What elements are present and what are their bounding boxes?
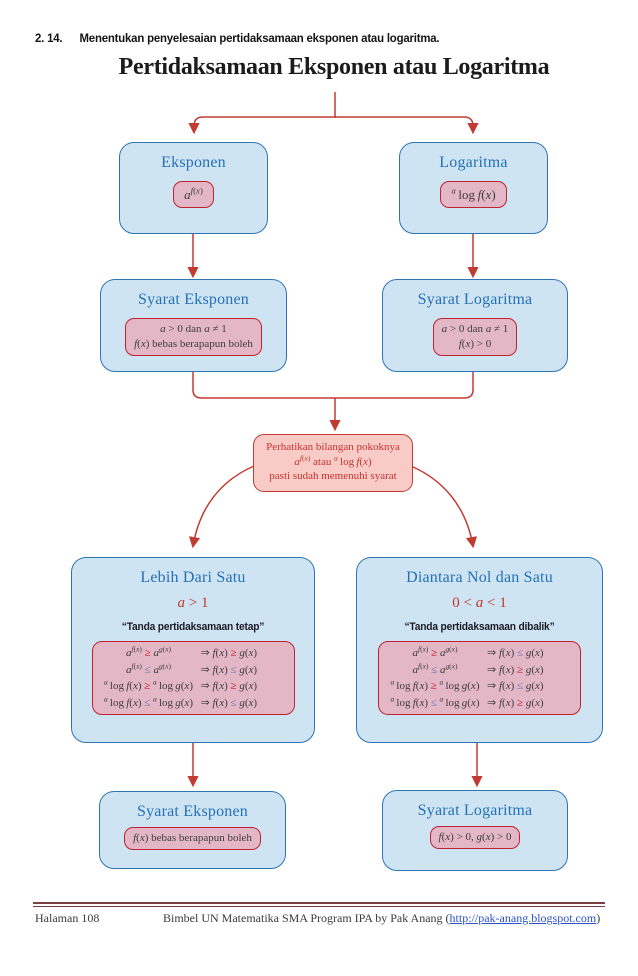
rule-row: af(x) ≥ ag(x)⇒ f(x) ≥ g(x) bbox=[125, 644, 258, 659]
node-lebih-quote: “Tanda pertidaksamaan tetap” bbox=[121, 621, 265, 633]
node-eksponen-title: Eksponen bbox=[161, 154, 226, 171]
connector-branch-left bbox=[188, 116, 335, 135]
node-syarat-logaritma-top: Syarat Logaritma a > 0 dan a ≠ 1 f(x) > 0 bbox=[382, 279, 568, 372]
node-diantara-quote: “Tanda pertidaksamaan dibalik” bbox=[404, 621, 555, 633]
rule-row: af(x) ≤ ag(x)⇒ f(x) ≥ g(x) bbox=[412, 660, 544, 676]
node-syarat-eksponen-top: Syarat Eksponen a > 0 dan a ≠ 1 f(x) beba… bbox=[100, 279, 287, 372]
node-syarat-eksponen-bottom-title: Syarat Eksponen bbox=[137, 803, 248, 820]
section-number: 2. 14. bbox=[35, 31, 63, 45]
footer-page-number: Halaman 108 bbox=[35, 911, 100, 925]
node-syarat-eksponen-bottom-body: f(x) bebas berapapun boleh bbox=[124, 827, 261, 850]
node-logaritma-formula: a log f(x) bbox=[440, 181, 507, 208]
node-syarat-logaritma-bottom-title: Syarat Logaritma bbox=[417, 802, 533, 819]
rule-row: af(x) ≤ ag(x)⇒ f(x) ≤ g(x) bbox=[125, 660, 258, 676]
node-diantara-rules: af(x) ≥ ag(x)⇒ f(x) ≤ g(x)af(x) ≤ ag(x)⇒… bbox=[378, 641, 581, 715]
node-diantara-nol-dan-satu: Diantara Nol dan Satu 0 < a < 1 “Tanda p… bbox=[356, 557, 603, 743]
perhatikan-line3: pasti sudah memenuhi syarat bbox=[269, 470, 397, 482]
connector-branch-right bbox=[335, 116, 479, 135]
node-diantara-condition: 0 < a < 1 bbox=[452, 595, 507, 611]
node-eksponen-formula: af(x) bbox=[173, 181, 214, 208]
section-heading-text: Menentukan penyelesaian pertidaksamaan e… bbox=[79, 31, 440, 45]
connector-curve-left bbox=[189, 465, 255, 549]
rule-row: af(x) ≥ ag(x)⇒ f(x) ≤ g(x) bbox=[412, 644, 544, 659]
rule-row: a log f(x) ≤ a log g(x)⇒ f(x) ≥ g(x) bbox=[390, 693, 544, 709]
perhatikan-line1: Perhatikan bilangan pokoknya bbox=[266, 441, 400, 453]
node-logaritma: Logaritma a log f(x) bbox=[399, 142, 548, 234]
node-perhatikan: Perhatikan bilangan pokoknya af(x) atau … bbox=[253, 434, 413, 492]
footer-credit-prefix: Bimbel UN Matematika SMA Program IPA by … bbox=[163, 911, 450, 925]
node-lebih-rules: af(x) ≥ ag(x)⇒ f(x) ≥ g(x)af(x) ≤ ag(x)⇒… bbox=[91, 641, 295, 715]
syarat-line1: a > 0 dan a ≠ 1 bbox=[160, 323, 227, 335]
node-diantara-title: Diantara Nol dan Satu bbox=[406, 569, 553, 586]
syarat-line2: f(x) bebas berapapun boleh bbox=[134, 338, 253, 350]
rule-row: a log f(x) ≥ a log g(x)⇒ f(x) ≤ g(x) bbox=[390, 677, 544, 692]
page-title: Pertidaksamaan Eksponen atau Logaritma bbox=[118, 54, 550, 80]
node-syarat-logaritma-top-title: Syarat Logaritma bbox=[417, 291, 533, 308]
footer-link[interactable]: http://pak-anang.blogspot.com bbox=[449, 911, 597, 925]
syarat-line2: f(x) > 0 bbox=[458, 338, 492, 350]
node-syarat-logaritma-top-body: a > 0 dan a ≠ 1 f(x) > 0 bbox=[432, 318, 518, 356]
footer-divider bbox=[33, 902, 605, 907]
node-syarat-logaritma-bottom-body: f(x) > 0, g(x) > 0 bbox=[429, 826, 521, 849]
node-lebih-dari-satu: Lebih Dari Satu a > 1 “Tanda pertidaksam… bbox=[71, 557, 315, 743]
node-lebih-title: Lebih Dari Satu bbox=[140, 569, 246, 586]
syarat-line1: a > 0 dan a ≠ 1 bbox=[441, 323, 509, 335]
section-heading: 2. 14. Menentukan penyelesaian pertidaksa… bbox=[35, 31, 440, 45]
rule-row: a log f(x) ≤ a log g(x)⇒ f(x) ≤ g(x) bbox=[104, 693, 258, 709]
node-eksponen: Eksponen af(x) bbox=[119, 142, 268, 234]
connector-merge bbox=[192, 372, 474, 399]
rule-row: a log f(x) ≥ a log g(x)⇒ f(x) ≥ g(x) bbox=[104, 677, 258, 692]
node-logaritma-title: Logaritma bbox=[439, 154, 508, 171]
node-syarat-eksponen-top-title: Syarat Eksponen bbox=[138, 291, 249, 308]
footer-credit: Bimbel UN Matematika SMA Program IPA by … bbox=[163, 911, 600, 926]
connector-curve-right bbox=[410, 465, 477, 549]
node-syarat-eksponen-top-body: a > 0 dan a ≠ 1 f(x) bebas berapapun bole… bbox=[125, 318, 262, 356]
node-syarat-logaritma-bottom: Syarat Logaritma f(x) > 0, g(x) > 0 bbox=[382, 790, 568, 871]
footer-credit-suffix: ) bbox=[596, 911, 601, 925]
node-syarat-eksponen-bottom: Syarat Eksponen f(x) bebas berapapun bol… bbox=[99, 791, 286, 869]
node-lebih-condition: a > 1 bbox=[177, 595, 209, 611]
footer: Halaman 108 Bimbel UN Matematika SMA Pro… bbox=[35, 911, 605, 926]
perhatikan-line2: af(x) atau a log f(x) bbox=[294, 452, 372, 468]
